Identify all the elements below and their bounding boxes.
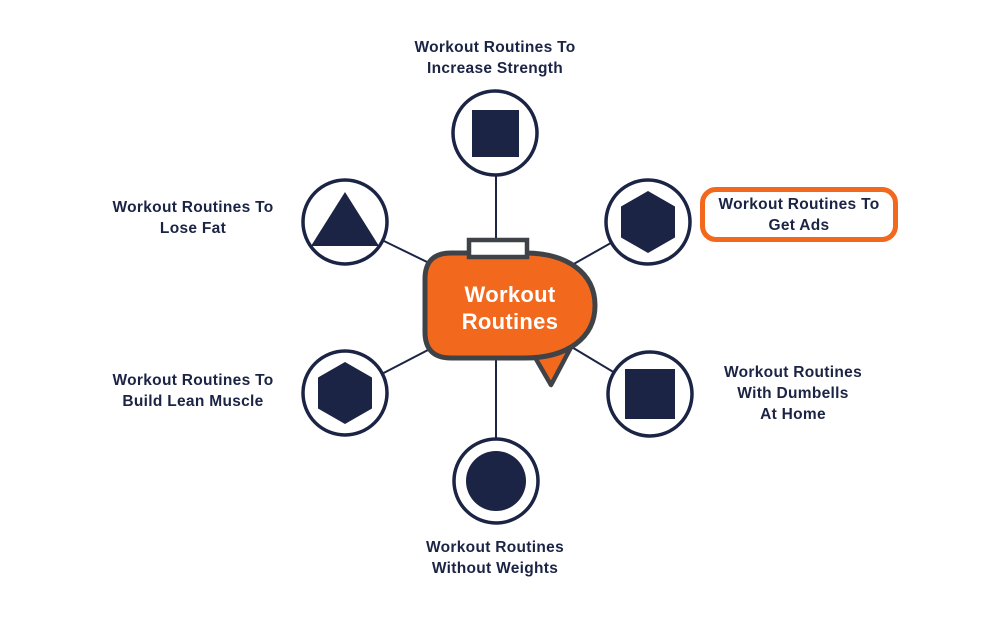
square-icon [472, 110, 519, 157]
node-label-increase-strength: Workout Routines To Increase Strength [415, 37, 576, 79]
node-label-dumbells-at-home: Workout Routines With Dumbells At Home [724, 362, 862, 425]
hexagon-icon [318, 362, 372, 424]
square-icon [625, 369, 675, 419]
label-line: At Home [760, 406, 826, 423]
node-increase-strength[interactable] [451, 89, 539, 177]
node-without-weights[interactable] [452, 437, 540, 525]
label-line: Increase Strength [426, 60, 564, 77]
hexagon-icon [621, 191, 675, 253]
label-line: With Dumbells [737, 385, 849, 402]
label-line: Workout Routines To [112, 372, 274, 389]
node-label-build-lean-muscle: Workout Routines To Build Lean Muscle [113, 370, 274, 412]
node-get-ads[interactable] [604, 178, 692, 266]
center-label-line: Routines [461, 309, 559, 334]
node-build-lean-muscle[interactable] [301, 349, 389, 437]
label-line: Workout Routines To [718, 195, 880, 213]
center-node-label: Workout Routines [430, 281, 590, 335]
label-line: Workout Routines [426, 539, 564, 556]
label-line: Workout Routines [724, 364, 862, 381]
node-dumbells-at-home[interactable] [606, 350, 694, 438]
label-line: Build Lean Muscle [122, 393, 264, 410]
center-label-line: Workout [464, 282, 556, 307]
node-lose-fat[interactable] [301, 178, 389, 266]
node-label-lose-fat: Workout Routines To Lose Fat [113, 197, 274, 239]
circle-icon [466, 451, 526, 511]
triangle-icon [311, 192, 379, 246]
node-label-get-ads: Workout Routines To Get Ads [719, 194, 880, 236]
label-line: Get Ads [768, 216, 830, 234]
label-line: Workout Routines To [112, 199, 274, 216]
node-label-without-weights: Workout Routines Without Weights [426, 537, 564, 579]
label-line: Lose Fat [159, 220, 227, 237]
center-node-bubble[interactable] [422, 250, 598, 361]
highlighted-label-box-get-ads[interactable]: Workout Routines To Get Ads [700, 187, 898, 242]
label-line: Workout Routines To [414, 39, 576, 56]
label-line: Without Weights [431, 560, 559, 577]
bubble-clip-tab [466, 237, 530, 260]
